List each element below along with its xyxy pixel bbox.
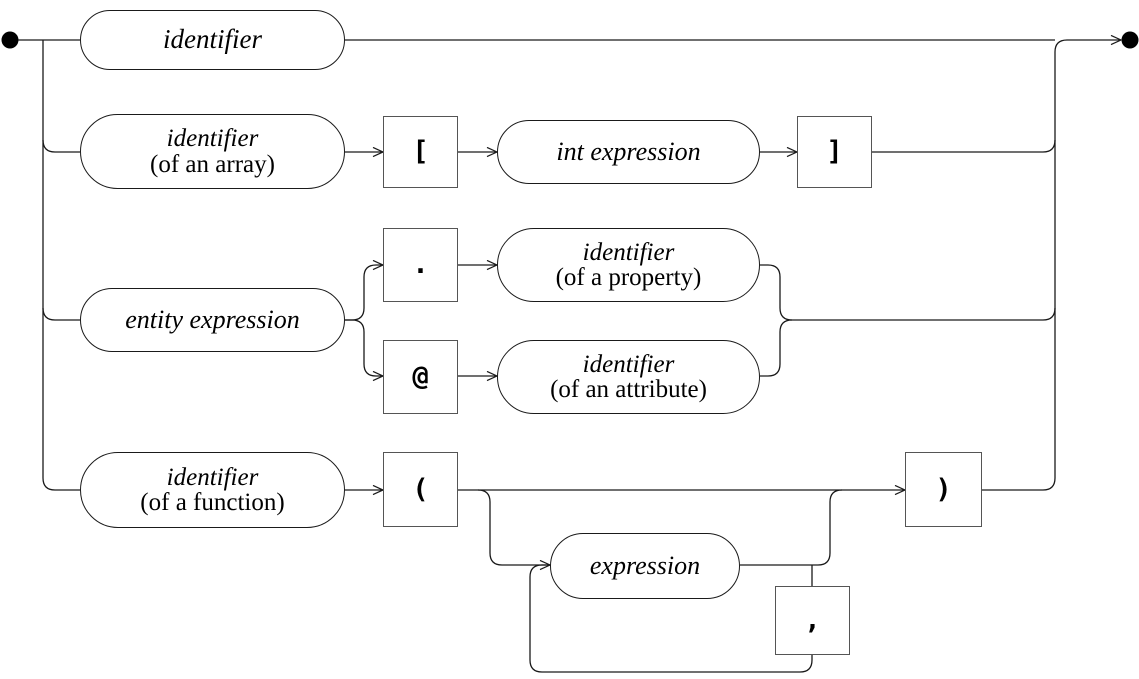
node-identifier-attribute[interactable]: identifier (of an attribute) <box>497 340 760 414</box>
node-identifier-function-line2: (of a function) <box>140 489 285 516</box>
node-bracket-close-text: ] <box>826 136 843 168</box>
node-entity-expression[interactable]: entity expression <box>80 288 345 352</box>
node-expression-line1: expression <box>589 550 701 580</box>
node-identifier-array[interactable]: identifier (of an array) <box>80 114 345 189</box>
node-identifier-property[interactable]: identifier (of a property) <box>497 228 760 302</box>
node-dot[interactable]: . <box>383 228 458 302</box>
node-dot-text: . <box>412 249 429 281</box>
node-identifier-function-line1: identifier <box>166 463 259 491</box>
node-int-expression[interactable]: int expression <box>497 120 760 184</box>
node-at-text: @ <box>412 361 429 393</box>
node-identifier[interactable]: identifier <box>80 10 345 70</box>
node-bracket-open-text: [ <box>412 136 429 168</box>
node-identifier-function[interactable]: identifier (of a function) <box>80 452 345 528</box>
node-comma-text: , <box>804 604 821 636</box>
node-identifier-array-line2: (of an array) <box>150 150 275 178</box>
node-bracket-open[interactable]: [ <box>383 116 458 188</box>
node-paren-open[interactable]: ( <box>383 452 458 527</box>
node-paren-close[interactable]: ) <box>905 452 982 527</box>
end-dot <box>1121 31 1139 49</box>
node-comma[interactable]: , <box>775 586 850 655</box>
node-int-expression-line1: int expression <box>556 136 701 166</box>
node-identifier-property-line1: identifier <box>582 238 675 266</box>
start-dot <box>1 31 19 49</box>
node-at[interactable]: @ <box>383 340 458 414</box>
node-identifier-line1: identifier <box>163 24 262 55</box>
node-identifier-array-line1: identifier <box>166 125 259 152</box>
node-identifier-attribute-line1: identifier <box>582 350 675 378</box>
node-paren-open-text: ( <box>412 473 429 505</box>
node-identifier-property-line2: (of a property) <box>555 264 702 291</box>
node-expression[interactable]: expression <box>550 533 740 599</box>
node-bracket-close[interactable]: ] <box>797 116 872 188</box>
node-identifier-attribute-line2: (of an attribute) <box>550 376 707 403</box>
node-entity-expression-line1: entity expression <box>125 304 300 334</box>
node-paren-close-text: ) <box>935 473 952 505</box>
